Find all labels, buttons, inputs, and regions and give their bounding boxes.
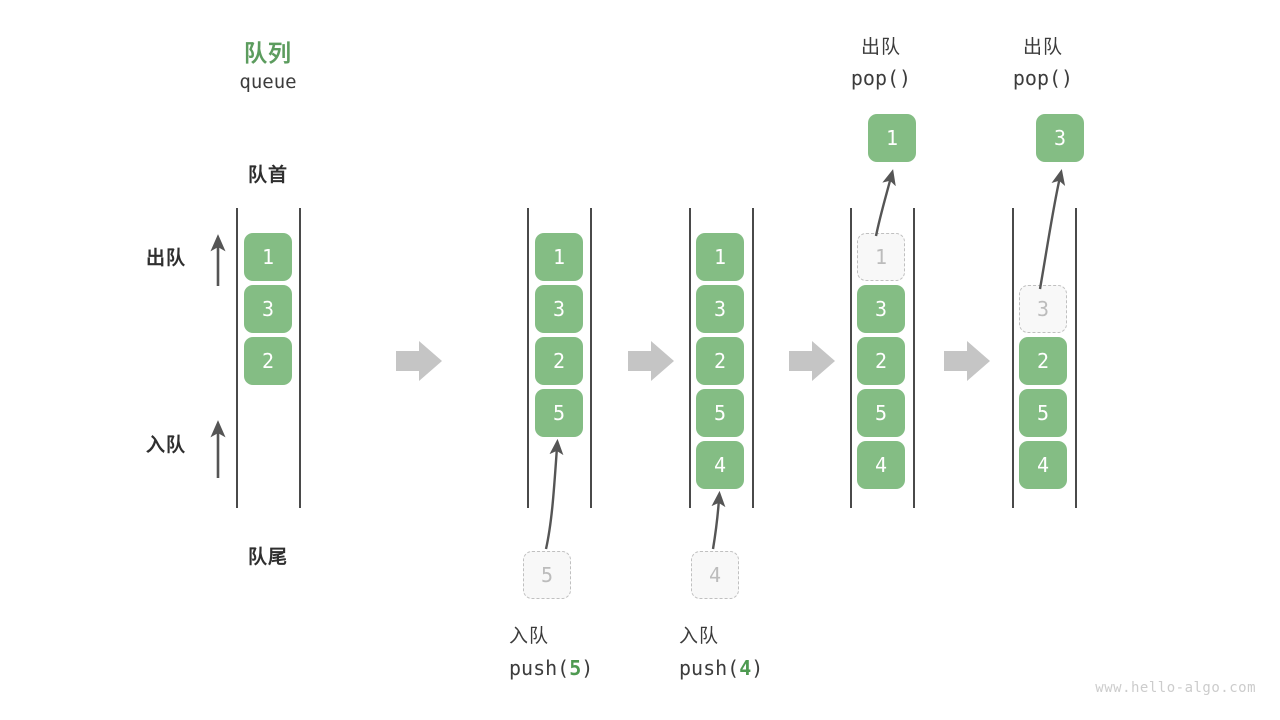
push-arrow xyxy=(711,490,726,550)
push-suffix: ) xyxy=(751,656,764,680)
queue-cell: 2 xyxy=(244,337,292,385)
queue-cell: 1 xyxy=(696,233,744,281)
push-prefix: push( xyxy=(679,656,740,680)
push-arg: 4 xyxy=(739,656,752,680)
column-4-header-cn: 出队 xyxy=(860,37,901,58)
column-1-rail-left xyxy=(236,208,238,508)
column-1-rail-right xyxy=(299,208,301,508)
queue-cell: 5 xyxy=(857,389,905,437)
queue-cell: 2 xyxy=(1019,337,1067,385)
queue-cell: 3 xyxy=(696,285,744,333)
front-label: 队首 xyxy=(247,165,288,186)
push-prefix: push( xyxy=(509,656,570,680)
queue-cell-removed: 1 xyxy=(857,233,905,281)
incoming-element: 5 xyxy=(523,551,571,599)
column-3-rail-right xyxy=(752,208,754,508)
transition-arrow xyxy=(789,341,835,381)
column-2-caption-cn: 入队 xyxy=(509,626,550,647)
queue-cell: 4 xyxy=(696,441,744,489)
queue-cell: 3 xyxy=(244,285,292,333)
column-4-rail-right xyxy=(913,208,915,508)
transition-arrow xyxy=(628,341,674,381)
queue-title-en: queue xyxy=(239,71,297,93)
column-3-caption-code: push(4) xyxy=(679,656,763,680)
pop-arrow xyxy=(874,169,896,237)
push-arrow xyxy=(544,438,564,550)
queue-cell: 3 xyxy=(857,285,905,333)
enqueue-axis-label: 入队 xyxy=(146,435,187,456)
column-5-header-cn: 出队 xyxy=(1022,37,1063,58)
column-3-caption-cn: 入队 xyxy=(679,626,720,647)
queue-title-cn: 队列 xyxy=(244,40,292,66)
transition-arrow xyxy=(944,341,990,381)
column-2-caption-code: push(5) xyxy=(509,656,593,680)
queue-cell: 2 xyxy=(696,337,744,385)
column-2-rail-right xyxy=(590,208,592,508)
column-4-header-code: pop() xyxy=(850,66,912,90)
popped-element: 3 xyxy=(1036,114,1084,162)
incoming-element: 4 xyxy=(691,551,739,599)
pop-arrow xyxy=(1038,169,1066,290)
column-5-header-code: pop() xyxy=(1012,66,1074,90)
popped-element: 1 xyxy=(868,114,916,162)
column-2-rail-left xyxy=(527,208,529,508)
queue-cell: 3 xyxy=(535,285,583,333)
queue-cell: 4 xyxy=(1019,441,1067,489)
column-3-rail-left xyxy=(689,208,691,508)
queue-cell: 5 xyxy=(535,389,583,437)
column-5-rail-left xyxy=(1012,208,1014,508)
queue-cell: 5 xyxy=(1019,389,1067,437)
queue-cell: 1 xyxy=(535,233,583,281)
queue-cell: 2 xyxy=(535,337,583,385)
rear-label: 队尾 xyxy=(247,547,288,568)
transition-arrow xyxy=(396,341,442,381)
push-arg: 5 xyxy=(569,656,582,680)
queue-cell-removed: 3 xyxy=(1019,285,1067,333)
column-4-rail-left xyxy=(850,208,852,508)
column-5-rail-right xyxy=(1075,208,1077,508)
push-suffix: ) xyxy=(581,656,594,680)
watermark: www.hello-algo.com xyxy=(1095,680,1256,696)
queue-cell: 5 xyxy=(696,389,744,437)
queue-cell: 4 xyxy=(857,441,905,489)
dequeue-axis-label: 出队 xyxy=(146,248,187,269)
queue-cell: 1 xyxy=(244,233,292,281)
queue-cell: 2 xyxy=(857,337,905,385)
